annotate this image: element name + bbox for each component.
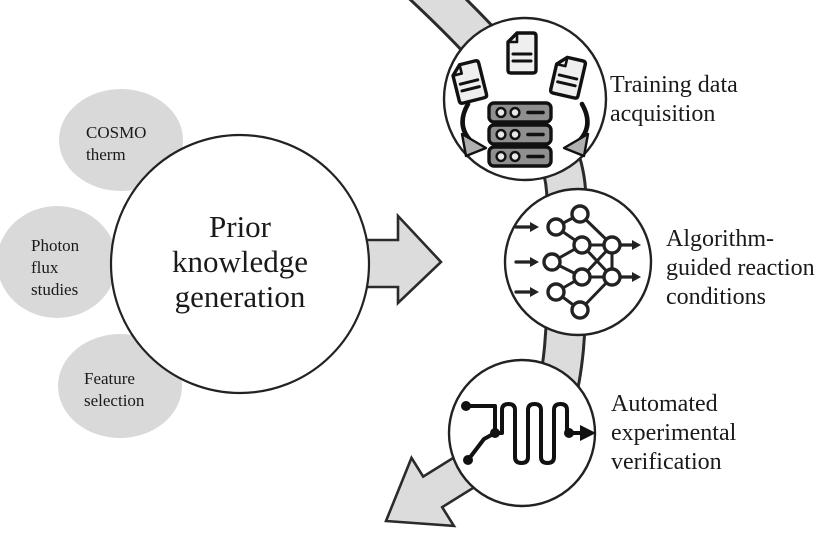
label-line: Automated bbox=[611, 391, 718, 417]
label-line: Training data bbox=[610, 72, 738, 98]
prior-knowledge-circle bbox=[109, 133, 371, 395]
flow-reactor-icon bbox=[461, 401, 596, 465]
stage-label-algorithm: Algorithm- guided reaction conditions bbox=[666, 225, 815, 312]
source-label-cosmo: COSMO therm bbox=[86, 122, 146, 166]
label-line: flux bbox=[31, 258, 59, 277]
input-arrows-icon bbox=[514, 222, 539, 297]
neural-network-icon bbox=[514, 204, 641, 320]
label-line: knowledge bbox=[171, 244, 309, 279]
documents-database-icon bbox=[451, 31, 590, 168]
label-line: generation bbox=[174, 279, 306, 314]
label-line: selection bbox=[84, 391, 145, 410]
label-line: Feature bbox=[84, 369, 135, 388]
prior-to-stages-arrow bbox=[356, 212, 443, 307]
network-nodes bbox=[542, 204, 622, 320]
label-line: guided reaction bbox=[666, 255, 815, 281]
label-line: studies bbox=[31, 280, 79, 299]
source-ellipse-cosmo bbox=[59, 89, 183, 191]
label-line: Prior bbox=[209, 209, 271, 244]
label-line: conditions bbox=[666, 284, 766, 310]
curved-arrow-down-icon bbox=[460, 101, 488, 158]
document-icon bbox=[451, 59, 489, 105]
stage-circle-algorithm bbox=[503, 187, 653, 337]
label-line: Photon bbox=[31, 236, 80, 255]
document-icon bbox=[506, 31, 538, 75]
server-stack-icon bbox=[487, 101, 553, 168]
label-line: COSMO bbox=[86, 123, 147, 142]
serpentine-coil bbox=[493, 402, 569, 465]
label-line: therm bbox=[86, 145, 126, 164]
label-line: experimental bbox=[611, 420, 737, 446]
label-line: verification bbox=[611, 449, 722, 475]
curved-arrow-down-icon bbox=[562, 101, 590, 158]
source-label-photon: Photon flux studies bbox=[31, 235, 79, 301]
source-ellipse-photon bbox=[0, 206, 117, 318]
stage-label-automated: Automated experimental verification bbox=[611, 390, 736, 477]
prior-knowledge-label: Prior knowledge generation bbox=[120, 209, 360, 314]
label-line: acquisition bbox=[610, 101, 716, 127]
outlet-arrowhead bbox=[580, 425, 596, 441]
source-label-feature: Feature selection bbox=[84, 368, 144, 412]
output-arrows-icon bbox=[618, 240, 641, 282]
stage-label-training: Training data acquisition bbox=[610, 71, 738, 129]
source-ellipse-feature bbox=[58, 334, 182, 438]
document-icon bbox=[548, 55, 588, 100]
label-line: Algorithm- bbox=[666, 226, 774, 252]
